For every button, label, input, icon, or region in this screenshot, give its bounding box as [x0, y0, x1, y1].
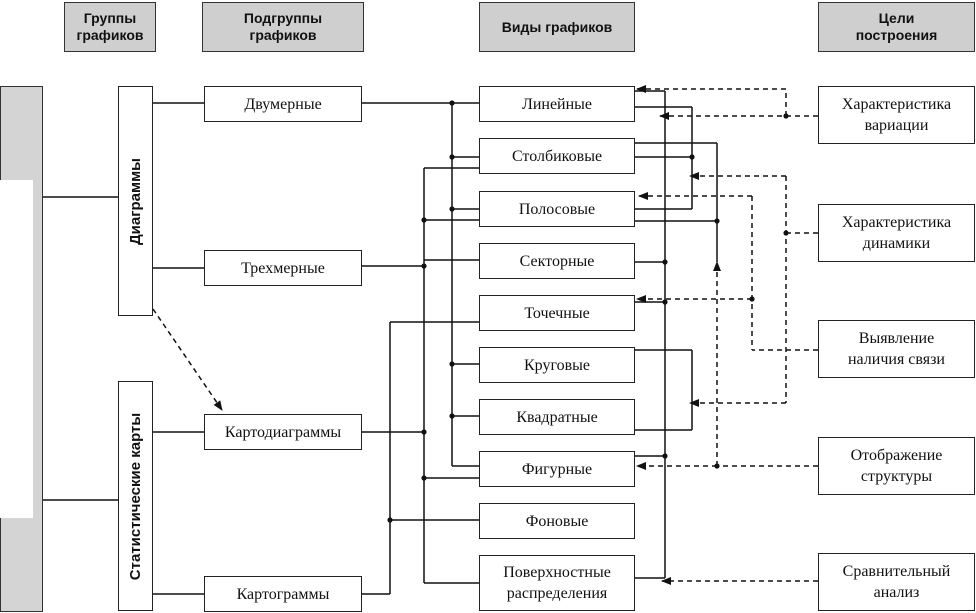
- junction-dot: [662, 453, 668, 459]
- dashed-arrow: [152, 308, 223, 411]
- type-box: Точечные: [479, 295, 635, 331]
- junction-dot: [783, 230, 789, 236]
- goal-box: Отображение структуры: [818, 437, 975, 495]
- header-types: Виды графиков: [479, 2, 635, 52]
- junction-dot: [421, 429, 427, 435]
- junction-dot: [749, 296, 755, 302]
- group-diagrams: Диаграммы: [118, 86, 153, 316]
- header-goals: Цели построения: [818, 2, 975, 52]
- type-box: Квадратные: [479, 399, 635, 435]
- goal-box: Сравнительный анализ: [818, 553, 975, 611]
- group-diagrams-label: Диаграммы: [127, 157, 145, 245]
- groups-root-notch: [0, 180, 33, 518]
- junction-dot: [662, 259, 668, 265]
- group-stat-maps-label: Статистические карты: [127, 412, 144, 580]
- junction-dot: [449, 206, 455, 212]
- subgroup-box: Трехмерные: [204, 250, 362, 286]
- junction-dot: [449, 361, 455, 367]
- header-groups: Группы графиков: [64, 2, 156, 52]
- type-box: Линейные: [479, 86, 635, 122]
- header-subgroups: Подгруппы графиков: [202, 2, 364, 52]
- type-box: Круговые: [479, 347, 635, 383]
- junction-dot: [421, 217, 427, 223]
- subgroup-box: Двумерные: [204, 86, 362, 122]
- junction-dot: [449, 100, 455, 106]
- subgroup-box: Картодиаграммы: [204, 414, 362, 450]
- type-box: Фигурные: [479, 451, 635, 487]
- junction-dot: [689, 154, 695, 160]
- type-box: Фоновые: [479, 503, 635, 539]
- group-stat-maps: Статистические карты: [118, 381, 153, 611]
- goal-box: Характеристика вариации: [818, 86, 975, 144]
- junction-dot: [449, 413, 455, 419]
- subgroup-box: Картограммы: [204, 576, 362, 612]
- type-box: Секторные: [479, 243, 635, 279]
- type-box: Полосовые: [479, 191, 635, 227]
- junction-dot: [714, 463, 720, 469]
- type-box: Столбиковые: [479, 138, 635, 174]
- junction-dot: [449, 154, 455, 160]
- goal-box: Характеристика динамики: [818, 204, 975, 262]
- type-box: Поверхностные распределения: [479, 555, 635, 611]
- junction-dot: [662, 299, 668, 305]
- junction-dot: [714, 218, 720, 224]
- junction-dot: [783, 113, 789, 119]
- junction-dot: [387, 517, 393, 523]
- junction-dot: [421, 475, 427, 481]
- junction-dot: [421, 263, 427, 269]
- goal-box: Выявление наличия связи: [818, 320, 975, 378]
